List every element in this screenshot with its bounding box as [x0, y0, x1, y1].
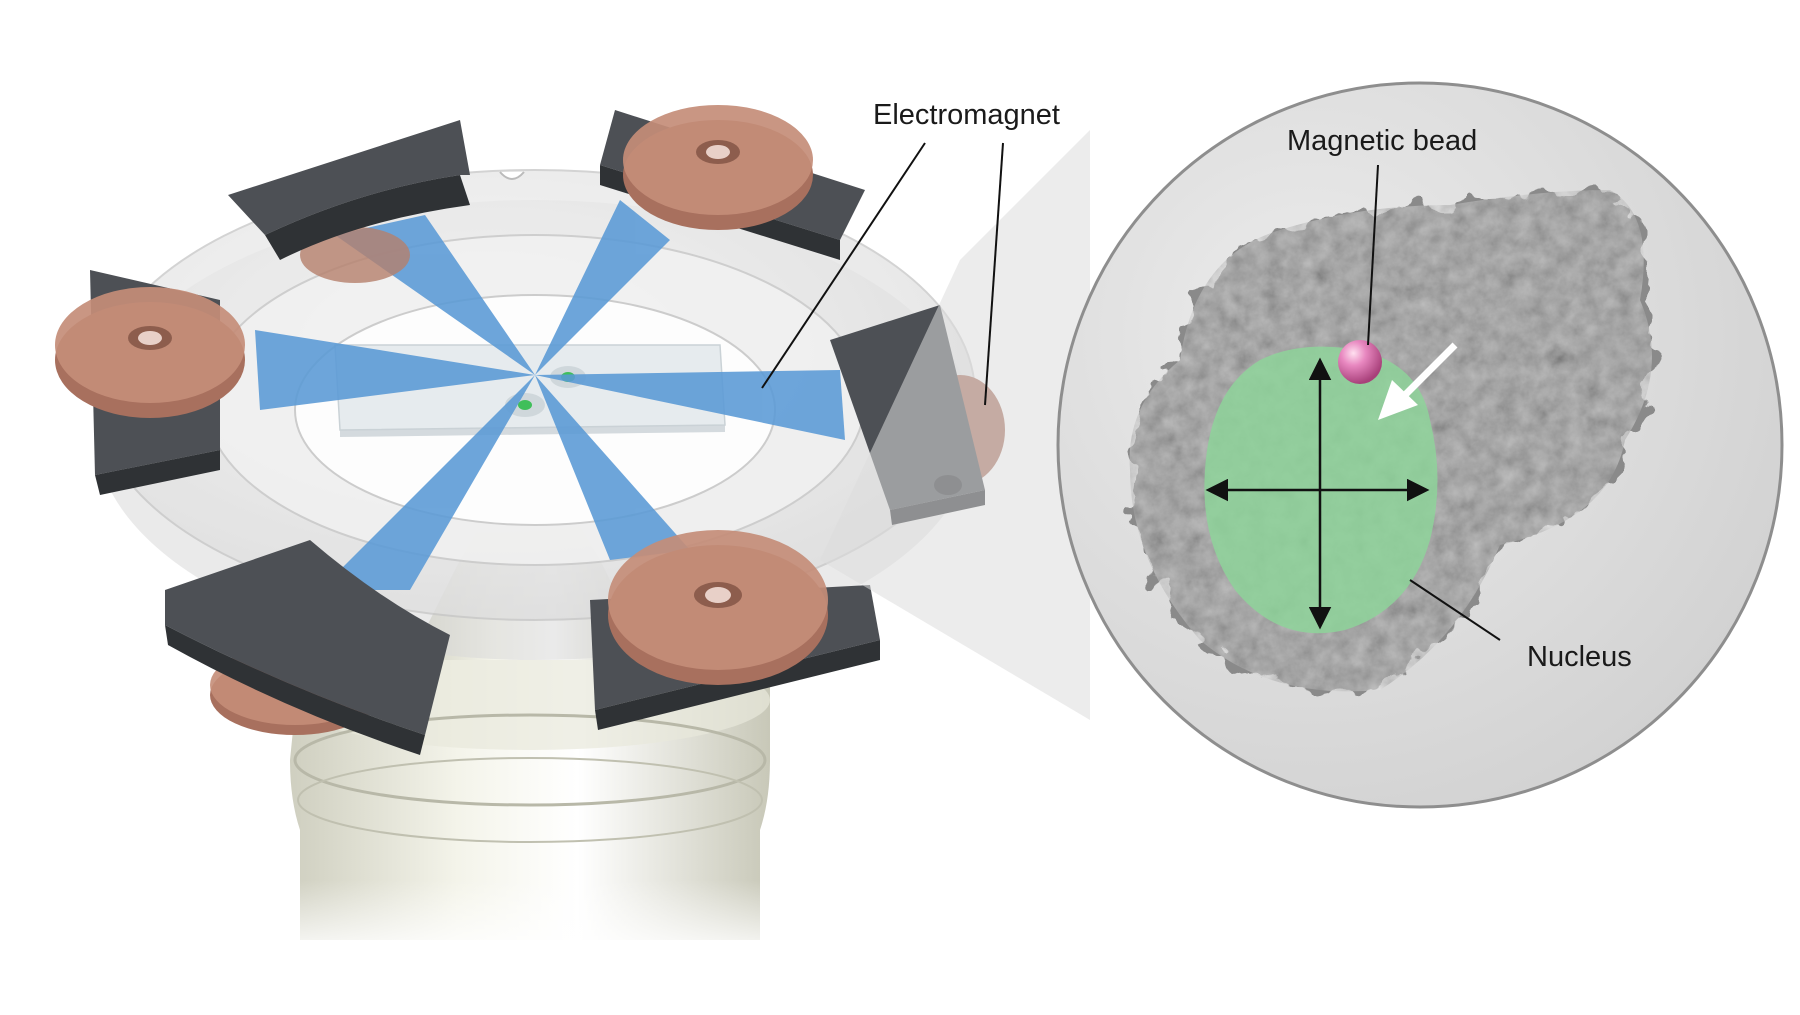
magnetic-bead-label: Magnetic bead	[1287, 125, 1478, 157]
electromagnet-bottom-left	[165, 540, 450, 755]
beam-top-right	[535, 200, 670, 375]
bead-pointer-arrow	[1378, 342, 1458, 420]
electromagnet-leader-2	[984, 142, 1004, 406]
beam-bottom-right	[535, 375, 690, 560]
electromagnet-left	[55, 270, 245, 495]
field-beams	[255, 200, 845, 590]
beam-bottom-left	[320, 375, 535, 590]
nucleus-leader	[1409, 579, 1501, 641]
beam-right	[535, 370, 845, 440]
electromagnet-top-right	[600, 105, 865, 260]
electromagnet-label: Electromagnet	[873, 99, 1060, 131]
nucleus-label: Nucleus	[1527, 641, 1632, 673]
zoom-cone	[820, 130, 1090, 720]
magnetic-bead-icon	[1338, 340, 1382, 384]
inset-view	[1056, 81, 1784, 809]
magnetic-bead-leader	[1367, 164, 1379, 346]
leader-lines	[761, 142, 1501, 641]
electromagnet-leader-1	[761, 142, 926, 389]
electromagnet-top-left	[228, 120, 470, 283]
electromagnet-bottom-right	[590, 530, 880, 730]
beam-left	[255, 330, 535, 410]
